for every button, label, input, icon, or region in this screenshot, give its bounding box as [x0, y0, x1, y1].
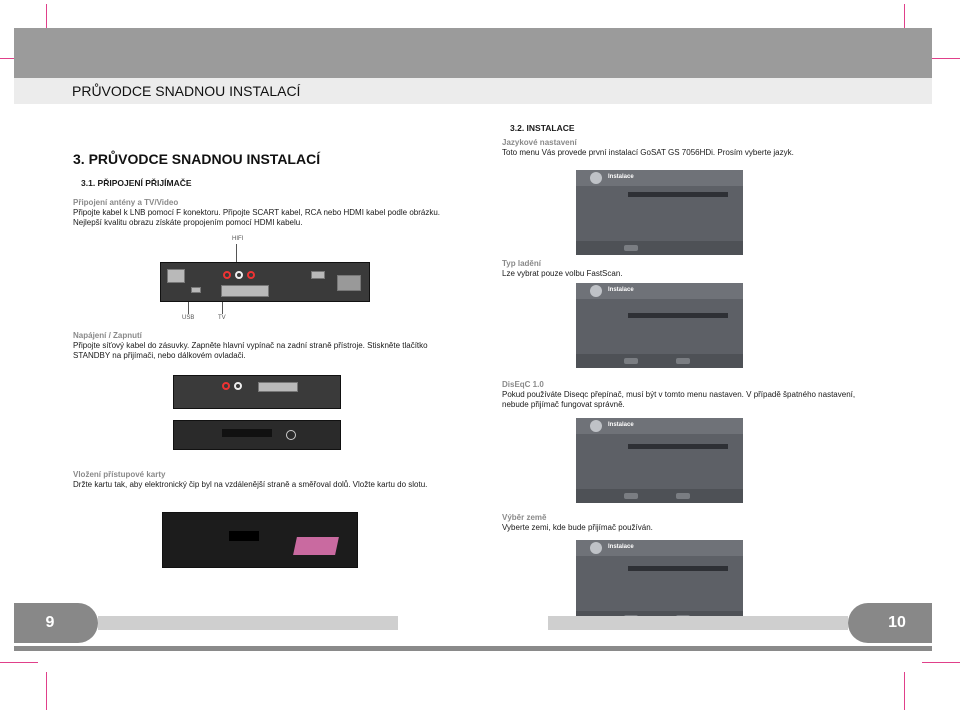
label-tv: TV	[218, 315, 226, 321]
usb-port	[191, 287, 201, 293]
text-country: Vyberte zemi, kde bude přijímač používán…	[502, 523, 653, 532]
screen-title: Instalace	[608, 544, 634, 550]
label-power: Napájení / Zapnutí	[73, 331, 142, 340]
screen-footer	[576, 489, 743, 503]
rca-jack	[222, 382, 230, 390]
footer-rule	[14, 646, 932, 651]
label-card: Vložení přístupové karty	[73, 470, 166, 479]
screen-footer	[576, 241, 743, 255]
lnb-port	[167, 269, 185, 283]
label-antenna: Připojení antény a TV/Video	[73, 198, 179, 207]
crop-mark	[904, 672, 905, 710]
footer-strip	[98, 616, 398, 630]
label-hifi: HIFI	[232, 236, 244, 242]
screen-footer	[576, 354, 743, 368]
access-card	[293, 537, 339, 555]
text-antenna-1: Připojte kabel k LNB pomocí F konektoru.…	[73, 208, 440, 217]
screen-language: Instalace	[576, 170, 743, 255]
header-band	[14, 28, 932, 78]
label-language: Jazykové nastavení	[502, 138, 577, 147]
text-power-1: Připojte síťový kabel do zásuvky. Zapnět…	[73, 341, 428, 350]
screen-header	[576, 540, 743, 556]
screen-header	[576, 170, 743, 186]
screen-country: Instalace	[576, 540, 743, 625]
screen-title: Instalace	[608, 174, 634, 180]
power-port	[337, 275, 361, 291]
rca-jack	[235, 271, 243, 279]
hifi-line	[236, 244, 237, 262]
page-title: PRŮVODCE SNADNOU INSTALACÍ	[72, 83, 301, 99]
usb-line	[188, 302, 189, 314]
footer-strip	[548, 616, 848, 630]
screen-header	[576, 283, 743, 299]
highlight-row	[628, 444, 728, 449]
section-heading: 3. PRŮVODCE SNADNOU INSTALACÍ	[73, 151, 321, 167]
label-country: Výběr země	[502, 513, 547, 522]
hdmi-port	[311, 271, 325, 279]
page-number-left: 9	[14, 603, 98, 643]
rca-jack	[223, 271, 231, 279]
text-card: Držte kartu tak, aby elektronický čip by…	[73, 480, 428, 489]
text-diseqc-2: nebude přijímač fungovat správně.	[502, 400, 625, 409]
logo-icon	[590, 542, 602, 554]
label-diseqc: DisEqC 1.0	[502, 380, 544, 389]
receiver-front	[173, 420, 341, 450]
crop-mark	[46, 4, 47, 42]
highlight-row	[628, 566, 728, 571]
rca-jack	[247, 271, 255, 279]
label-usb: USB	[182, 315, 195, 321]
tv-line	[222, 302, 223, 314]
front-display	[229, 531, 259, 541]
logo-icon	[590, 285, 602, 297]
text-language: Toto menu Vás provede první instalací Go…	[502, 148, 794, 157]
crop-mark	[904, 4, 905, 42]
front-display	[222, 429, 272, 437]
label-scan-type: Typ ladění	[502, 259, 541, 268]
receiver-back-panel-2	[173, 375, 341, 409]
scart-port	[258, 382, 298, 392]
screen-header	[576, 418, 743, 434]
text-power-2: STANDBY na přijímači, nebo dálkovém ovla…	[73, 351, 246, 360]
install-heading: 3.2. INSTALACE	[510, 123, 575, 133]
power-button-icon	[286, 430, 296, 440]
highlight-row	[628, 313, 728, 318]
highlight-row	[628, 192, 728, 197]
screen-scan-type: Instalace	[576, 283, 743, 368]
logo-icon	[590, 172, 602, 184]
receiver-card-slot	[162, 512, 358, 568]
receiver-back-panel	[160, 262, 370, 302]
screen-title: Instalace	[608, 422, 634, 428]
crop-mark	[46, 672, 47, 710]
title-bar: PRŮVODCE SNADNOU INSTALACÍ	[14, 78, 932, 104]
screen-title: Instalace	[608, 287, 634, 293]
page-number-right: 10	[848, 603, 932, 643]
logo-icon	[590, 420, 602, 432]
crop-mark	[922, 662, 960, 663]
text-diseqc-1: Pokud používáte Diseqc přepínač, musí bý…	[502, 390, 856, 399]
scart-port	[221, 285, 269, 297]
text-scan-type: Lze vybrat pouze volbu FastScan.	[502, 269, 623, 278]
rca-jack	[234, 382, 242, 390]
crop-mark	[922, 58, 960, 59]
screen-diseqc: Instalace	[576, 418, 743, 503]
crop-mark	[0, 662, 38, 663]
subsection-heading: 3.1. PŘIPOJENÍ PŘIJÍMAČE	[81, 178, 192, 188]
text-antenna-2: Nejlepší kvalitu obrazu získáte propojen…	[73, 218, 303, 227]
